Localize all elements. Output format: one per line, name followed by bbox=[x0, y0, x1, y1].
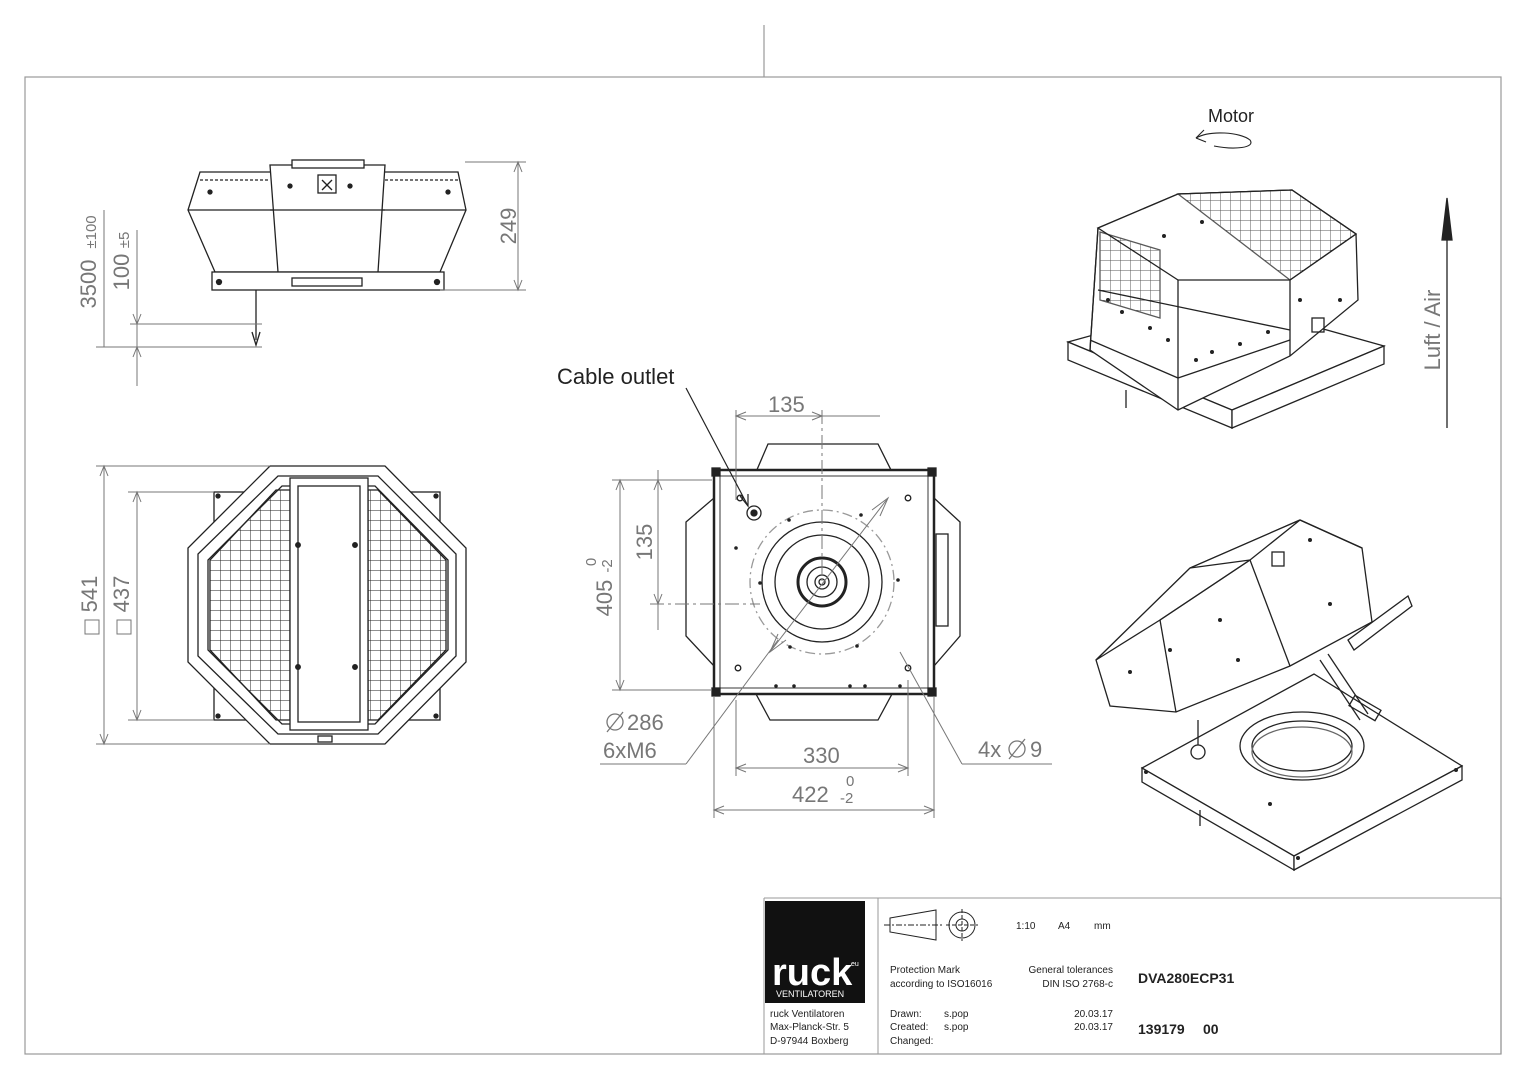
changed-label: Changed: bbox=[890, 1036, 933, 1047]
company-city: D-97944 Boxberg bbox=[770, 1036, 848, 1047]
created-label: Created: bbox=[890, 1022, 928, 1033]
drawn-date: 20.03.17 bbox=[1074, 1009, 1113, 1020]
motor-arrow bbox=[1195, 129, 1252, 149]
diameter-slash-2 bbox=[1008, 738, 1026, 760]
protection-mark-line1: Protection Mark bbox=[890, 965, 961, 976]
logo-sup: eu bbox=[851, 961, 859, 968]
diameter-symbol bbox=[606, 713, 624, 731]
title-block-frame bbox=[763, 897, 1501, 1054]
bottom-405-tol-upper: 0 bbox=[583, 558, 600, 566]
top-view-dimensions bbox=[84, 464, 270, 746]
side-offset-dim: 100 bbox=[109, 254, 134, 291]
side-height-dim: 249 bbox=[496, 208, 521, 245]
top-inner-dim: 437 bbox=[109, 576, 134, 613]
bottom-135-top-dim: 135 bbox=[768, 392, 805, 417]
side-total-dim: 3500 bbox=[76, 260, 101, 309]
company-street: Max-Planck-Str. 5 bbox=[770, 1022, 849, 1033]
iso-view-closed bbox=[1066, 189, 1386, 429]
protection-mark-line2: according to ISO16016 bbox=[890, 979, 993, 990]
scale-value: 1:10 bbox=[1016, 921, 1036, 932]
company-name: ruck Ventilatoren bbox=[770, 1009, 845, 1020]
iso-grille-left bbox=[1099, 231, 1161, 319]
bottom-view bbox=[685, 443, 961, 721]
product-name: DVA280ECP31 bbox=[1138, 970, 1234, 986]
air-label: Luft / Air bbox=[1420, 290, 1445, 371]
side-view bbox=[187, 159, 467, 348]
bottom-4x-dim: 4x bbox=[978, 737, 1001, 762]
bottom-view-dots bbox=[734, 513, 902, 688]
units-value: mm bbox=[1094, 921, 1111, 932]
bottom-view-dimensions bbox=[600, 410, 1052, 818]
bottom-405-tol-lower: -2 bbox=[599, 559, 616, 572]
bottom-9-dim: 9 bbox=[1030, 737, 1042, 762]
top-outer-dim: 541 bbox=[77, 576, 102, 613]
bottom-286-dim: 286 bbox=[627, 710, 664, 735]
drawing-revision: 00 bbox=[1203, 1021, 1219, 1037]
cable-outlet-leader bbox=[685, 387, 749, 508]
tolerances-line2: DIN ISO 2768-c bbox=[1042, 979, 1113, 990]
bottom-422-tol-lower: -2 bbox=[840, 790, 853, 807]
paper-size: A4 bbox=[1058, 921, 1071, 932]
bottom-422-tol-upper: 0 bbox=[846, 773, 854, 790]
side-view-dimensions bbox=[96, 160, 526, 386]
bottom-422-dim: 422 bbox=[792, 782, 829, 807]
iso-open-dots bbox=[1128, 538, 1458, 860]
iso-dots bbox=[1106, 220, 1342, 362]
sheet-frame bbox=[24, 25, 1502, 1055]
drawing-number: 139179 bbox=[1138, 1021, 1185, 1037]
bottom-405-dim: 405 bbox=[592, 580, 617, 617]
created-date: 20.03.17 bbox=[1074, 1022, 1113, 1033]
logo-sub: VENTILATOREN bbox=[776, 989, 844, 999]
logo-text: ruck bbox=[772, 952, 853, 994]
diameter-slash bbox=[606, 711, 624, 733]
top-view bbox=[187, 465, 467, 745]
logo-box bbox=[765, 901, 865, 1003]
motor-label: Motor bbox=[1208, 106, 1254, 126]
projection-symbol bbox=[884, 909, 978, 941]
side-offset-tol: ±5 bbox=[116, 232, 133, 249]
created-by: s.pop bbox=[944, 1022, 969, 1033]
side-total-tol: ±100 bbox=[83, 215, 100, 248]
iso-view-open bbox=[1095, 519, 1464, 872]
bottom-6xm6-dim: 6xM6 bbox=[603, 738, 657, 763]
bottom-330-dim: 330 bbox=[803, 743, 840, 768]
diameter-symbol-2 bbox=[1008, 740, 1026, 758]
air-arrow bbox=[1441, 197, 1453, 428]
iso-grille bbox=[1176, 189, 1358, 281]
bottom-135-side-dim: 135 bbox=[632, 524, 657, 561]
cable-outlet-label: Cable outlet bbox=[557, 364, 674, 389]
drawn-label: Drawn: bbox=[890, 1009, 922, 1020]
drawn-by: s.pop bbox=[944, 1009, 969, 1020]
tolerances-line1: General tolerances bbox=[1029, 965, 1114, 976]
